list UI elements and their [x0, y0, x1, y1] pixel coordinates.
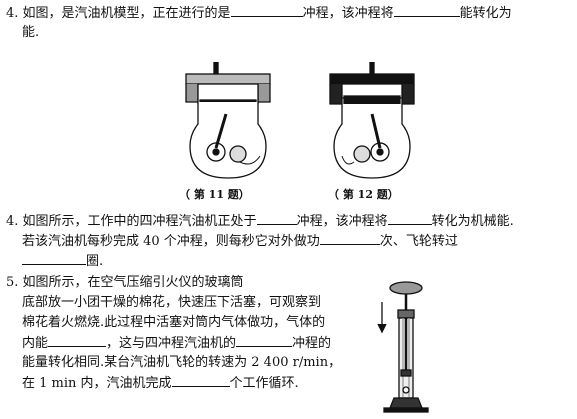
q4b-text-2: 冲程，该冲程将	[296, 214, 388, 229]
figure-11-caption: （ 第 11 题）	[179, 188, 250, 201]
q5-line5: 能量转化相同.某台汽油机飞轮的转速为 2 400 r/min，	[22, 354, 341, 371]
q4b-text-3: 转化为机械能.	[431, 214, 514, 229]
q4b-text-6: 圈.	[86, 254, 104, 269]
engine-figure-11	[185, 62, 271, 179]
q5-text-3: 棉花着火燃烧.此过程中活塞对筒内气体做功，气体的	[22, 315, 326, 330]
q5-line4: 内能 ，这与四冲程汽油机的 冲程的	[22, 334, 331, 352]
fire-syringe-figure	[377, 281, 429, 413]
q4b-number: 4.	[6, 214, 19, 229]
q5-text-5: ，这与四冲程汽油机的	[106, 336, 237, 351]
figure-12-caption: （ 第 12 题）	[328, 188, 399, 201]
q4b-text-1: 如图所示，工作中的四冲程汽油机正处于	[22, 214, 257, 229]
q4a-blank-stroke[interactable]	[230, 4, 303, 17]
q5-line1: 5. 如图所示，在空气压缩引火仪的玻璃筒	[6, 274, 244, 291]
q4a-text-3: 能转化为	[459, 6, 512, 21]
q5-text-1: 如图所示，在空气压缩引火仪的玻璃筒	[22, 275, 244, 290]
q4a-blank-energy-from[interactable]	[393, 4, 460, 17]
q5-text-4: 内能	[22, 336, 49, 351]
q4a-line1: 4. 如图，是汽油机模型，正在进行的是 冲程，该冲程将 能转化为	[6, 4, 512, 22]
q5-blank-stroke[interactable]	[236, 334, 293, 347]
q4b-text-5: 次、飞轮转过	[379, 234, 458, 249]
q4b-line3: 圈.	[22, 252, 103, 270]
q5-text-2: 底部放一小团干燥的棉花，快速压下活塞，可观察到	[22, 295, 322, 310]
q5-line6: 在 1 min 内，汽油机完成 个工作循环.	[22, 374, 299, 392]
q4b-line1: 4. 如图所示，工作中的四冲程汽油机正处于 冲程，该冲程将 转化为机械能.	[6, 212, 514, 230]
q5-text-9: 个工作循环.	[229, 376, 299, 391]
q4b-text-4: 若该汽油机每秒完成 40 个冲程，则每秒它对外做功	[22, 234, 320, 249]
q5-blank-cycles[interactable]	[171, 374, 230, 387]
q4b-blank-revolutions[interactable]	[22, 252, 86, 265]
q5-line3: 棉花着火燃烧.此过程中活塞对筒内气体做功，气体的	[22, 314, 325, 331]
q5-number: 5.	[6, 275, 19, 290]
q4a-text-2: 冲程，该冲程将	[302, 6, 394, 21]
q4b-line2: 若该汽油机每秒完成 40 个冲程，则每秒它对外做功 次、飞轮转过	[22, 232, 458, 250]
q5-text-8: 在 1 min 内，汽油机完成	[22, 376, 172, 391]
q4a-text-4: 能.	[22, 25, 40, 40]
q5-text-6: 冲程的	[292, 336, 332, 351]
q5-blank-internal-energy[interactable]	[48, 334, 107, 347]
q4b-blank-stroke[interactable]	[256, 212, 297, 225]
q4a-text-1: 如图，是汽油机模型，正在进行的是	[22, 6, 231, 21]
q4a-line2: 能.	[22, 24, 39, 41]
q5-text-7: 能量转化相同.某台汽油机飞轮的转速为 2 400 r/min，	[22, 355, 342, 370]
q4b-blank-work-times[interactable]	[319, 232, 380, 245]
q5-line2: 底部放一小团干燥的棉花，快速压下活塞，可观察到	[22, 294, 321, 311]
q4b-blank-energy[interactable]	[387, 212, 432, 225]
q4a-number: 4.	[6, 6, 19, 21]
engine-figure-12	[329, 62, 415, 179]
